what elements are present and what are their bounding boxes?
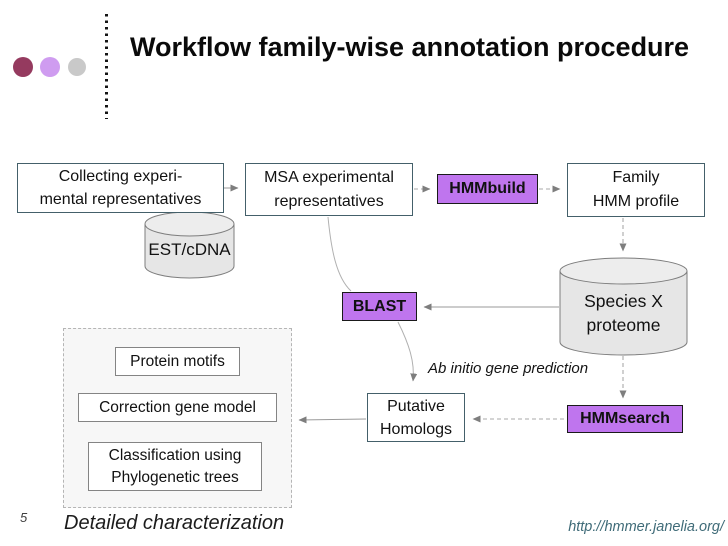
node-putative-line2: Homologs <box>379 420 453 438</box>
node-family-line2: HMM profile <box>592 193 680 210</box>
node-msa-line2: representatives <box>274 192 384 210</box>
bullet-dot-maroon-icon <box>13 57 33 77</box>
node-collecting-representatives: Collecting experi- mental representative… <box>17 163 224 213</box>
node-correction-gene-model: Correction gene model <box>78 393 277 422</box>
connector-blast-to-putative <box>397 321 418 382</box>
node-classification-line2: Phylogenetic trees <box>111 468 239 486</box>
detailed-characterization-caption: Detailed characterization <box>64 512 285 534</box>
node-family-hmm-profile: Family HMM profile <box>567 163 705 217</box>
node-hmmsearch: HMMsearch <box>567 405 683 433</box>
node-msa-representatives: MSA experimental representatives <box>245 163 413 216</box>
page-title: Workflow family-wise annotation procedur… <box>130 32 690 62</box>
node-classification-phylogenetic: Classification using Phylogenetic trees <box>88 442 262 491</box>
species-proteome-cylinder <box>559 257 688 356</box>
node-collecting-line1: Collecting experi- <box>58 168 183 185</box>
page-number: 5 <box>20 510 28 525</box>
connector-putative-to-characterization <box>298 416 367 424</box>
bullet-dot-lilac-icon <box>40 57 60 77</box>
node-species-proteome-label: Species X proteome <box>560 287 687 339</box>
node-est-cdna-label: EST/cDNA <box>148 240 231 259</box>
bullet-dot-gray-icon <box>68 58 86 76</box>
connector-msa-to-blast <box>327 216 352 292</box>
node-species-line1: Species X <box>584 291 663 311</box>
est-cdna-cylinder <box>144 211 235 279</box>
node-collecting-line2: mental representatives <box>39 191 202 208</box>
title-dotted-divider <box>105 14 108 119</box>
node-family-line1: Family <box>612 169 660 186</box>
node-protein-motifs: Protein motifs <box>115 347 240 376</box>
node-classification-line1: Classification using <box>108 446 242 464</box>
node-blast: BLAST <box>342 292 417 321</box>
node-putative-homologs: Putative Homologs <box>367 393 465 442</box>
node-hmmbuild: HMMbuild <box>437 174 538 204</box>
hmmer-url-link[interactable]: http://hmmer.janelia.org/ <box>568 519 724 535</box>
node-species-line2: proteome <box>586 315 661 335</box>
ab-initio-annotation: Ab initio gene prediction <box>428 360 589 377</box>
node-msa-line1: MSA experimental <box>264 168 394 186</box>
node-putative-line1: Putative <box>387 397 445 415</box>
